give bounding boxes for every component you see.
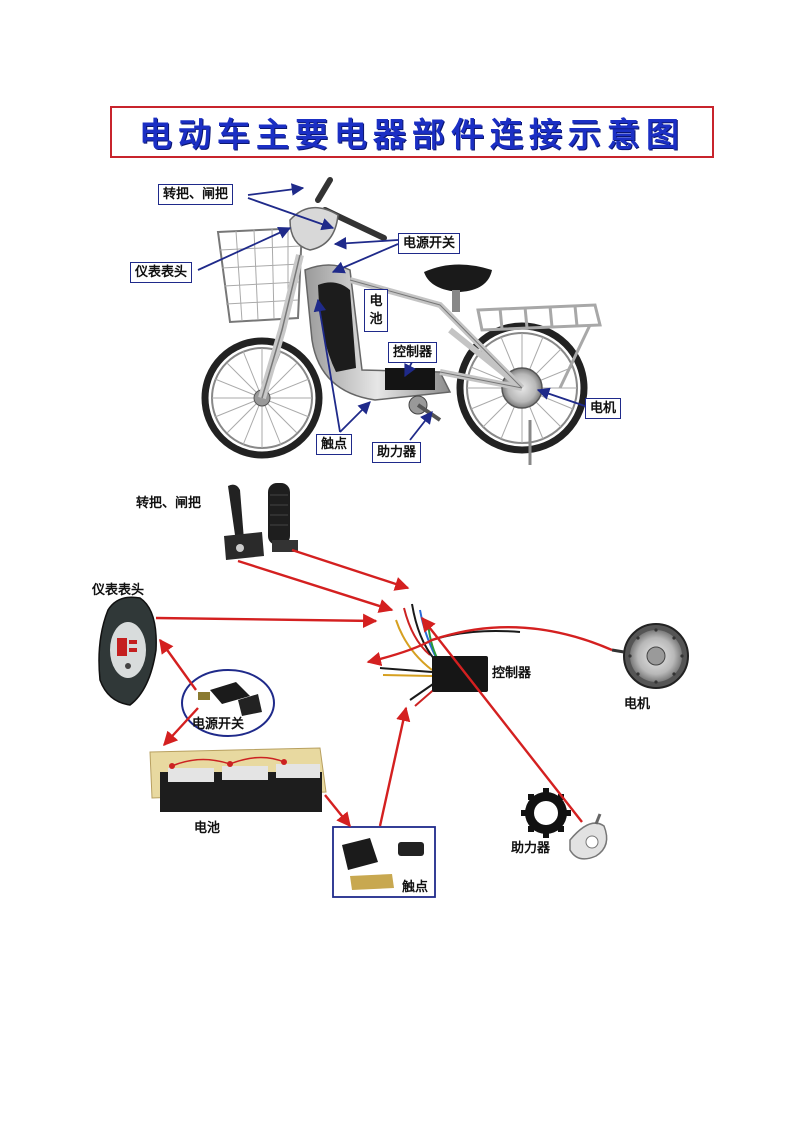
label-battery: 电池 bbox=[194, 821, 221, 836]
motor-image bbox=[611, 623, 689, 689]
rear-rack bbox=[476, 303, 602, 389]
power-switch-image bbox=[181, 669, 275, 737]
label-throttle-brake: 转把、闸把 bbox=[136, 496, 202, 511]
headlight-fairing bbox=[289, 206, 339, 251]
label-motor-top: 电机 bbox=[585, 398, 622, 419]
label-power-switch: 电源开关 bbox=[192, 717, 245, 732]
label-contact-top: 触点 bbox=[316, 434, 353, 455]
contact-connector-image bbox=[332, 826, 436, 898]
seat bbox=[424, 264, 492, 292]
label-assist-sensor-top: 助力器 bbox=[372, 442, 422, 463]
label-meter-head-top: 仪表表头 bbox=[130, 262, 193, 283]
label-meter-head: 仪表表头 bbox=[92, 583, 145, 598]
label-controller-top: 控制器 bbox=[388, 342, 438, 363]
top-callout-arrows bbox=[197, 183, 586, 441]
connection-arrows bbox=[155, 548, 613, 828]
assist-sensor-image bbox=[521, 788, 608, 860]
throttle-grip-image bbox=[268, 483, 298, 552]
label-contact: 触点 bbox=[402, 880, 429, 895]
label-motor: 电机 bbox=[624, 697, 651, 712]
controller-image bbox=[432, 656, 488, 692]
label-assist-sensor: 助力器 bbox=[511, 841, 551, 856]
battery-pack-image bbox=[149, 747, 327, 812]
label-battery-top: 电池 bbox=[364, 289, 388, 333]
label-controller: 控制器 bbox=[492, 666, 532, 681]
label-throttle-brake-top: 转把、闸把 bbox=[158, 184, 234, 205]
title-box: 电动车主要电器部件连接示意图 bbox=[110, 106, 714, 158]
wire-harness bbox=[379, 603, 521, 707]
page-title: 电动车主要电器部件连接示意图 bbox=[139, 115, 685, 154]
label-power-switch-top: 电源开关 bbox=[398, 233, 461, 254]
ebike-illustration bbox=[201, 177, 602, 465]
battery-housing bbox=[318, 282, 356, 372]
controller-box bbox=[385, 368, 435, 390]
brake-lever-image bbox=[224, 484, 264, 560]
meter-head-image bbox=[98, 596, 157, 706]
